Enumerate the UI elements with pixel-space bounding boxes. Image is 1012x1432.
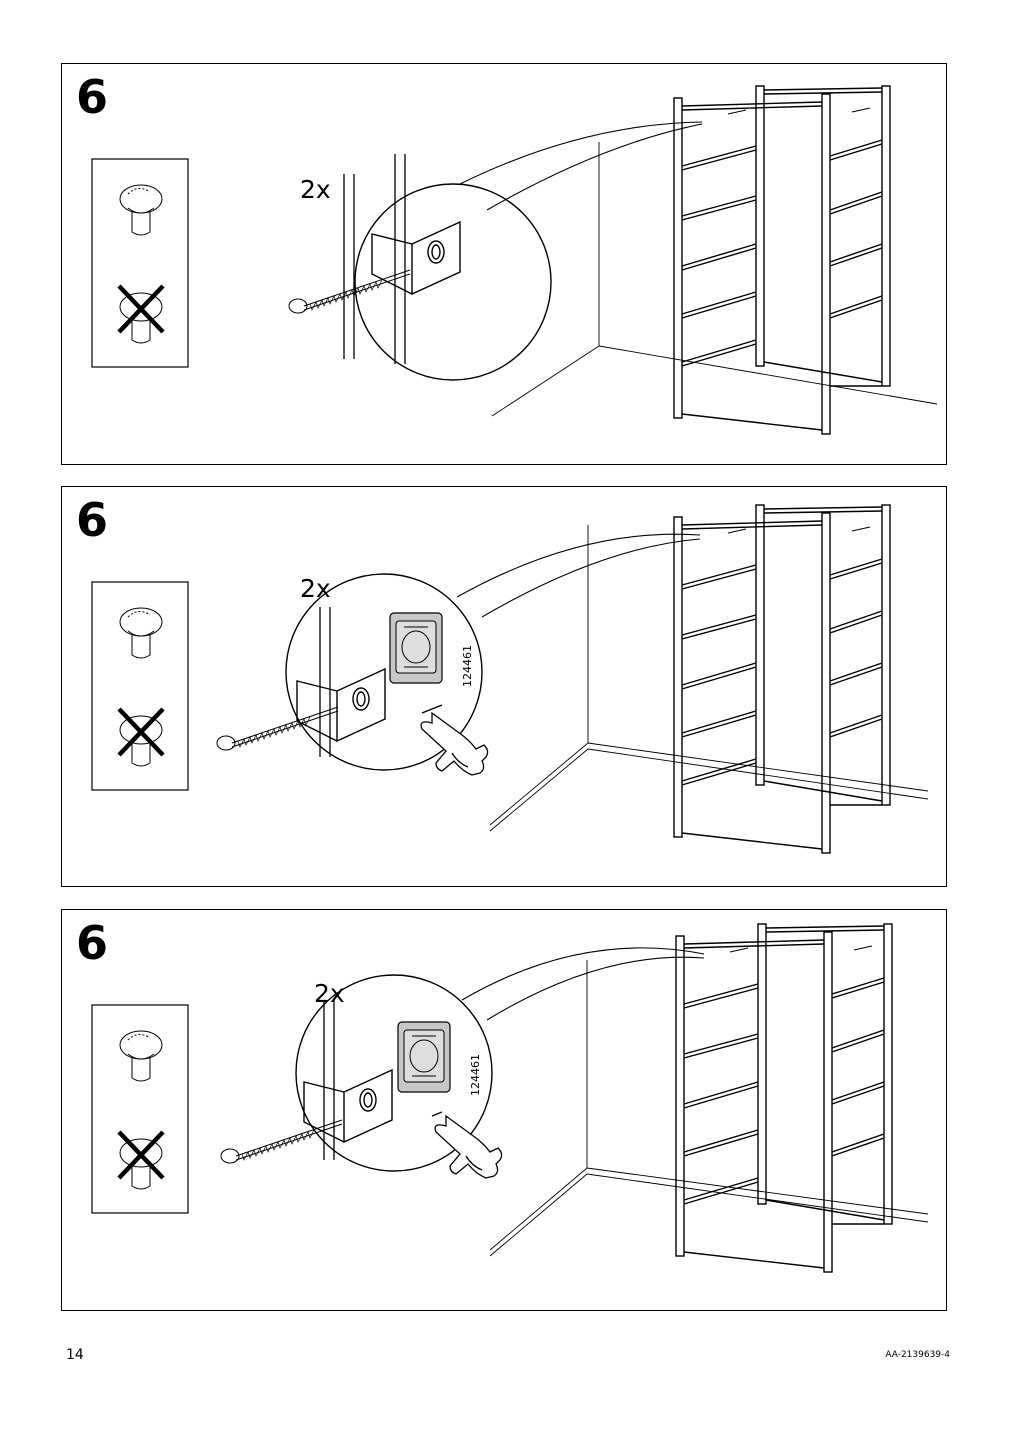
quantity-label: 2x (300, 175, 331, 204)
wall-plug-icon (92, 159, 188, 367)
document-code: AA-2139639-4 (885, 1350, 950, 1360)
step-panel-3: 6 2x 124461 (61, 909, 947, 1311)
step-panel-1: 6 2x (61, 63, 947, 465)
wall-plug-icon (397, 1021, 451, 1093)
step-panel-2: 6 2x 124461 (61, 486, 947, 887)
quantity-label: 2x (300, 574, 331, 603)
step-number: 6 (76, 70, 109, 124)
part-code: 124461 (469, 1054, 482, 1096)
wall-plug-icon (92, 582, 188, 790)
page-number: 14 (66, 1347, 84, 1363)
part-code: 124461 (461, 645, 474, 687)
assembly-illustration: 2x 124461 (62, 923, 929, 1273)
assembly-illustration: 2x (62, 85, 938, 435)
step-number: 6 (76, 916, 109, 970)
assembly-illustration: 2x 124461 (62, 504, 929, 854)
step-number: 6 (76, 493, 109, 547)
quantity-label: 2x (314, 979, 345, 1008)
wall-plug-icon (92, 1005, 188, 1213)
wall-plug-icon (389, 612, 443, 684)
